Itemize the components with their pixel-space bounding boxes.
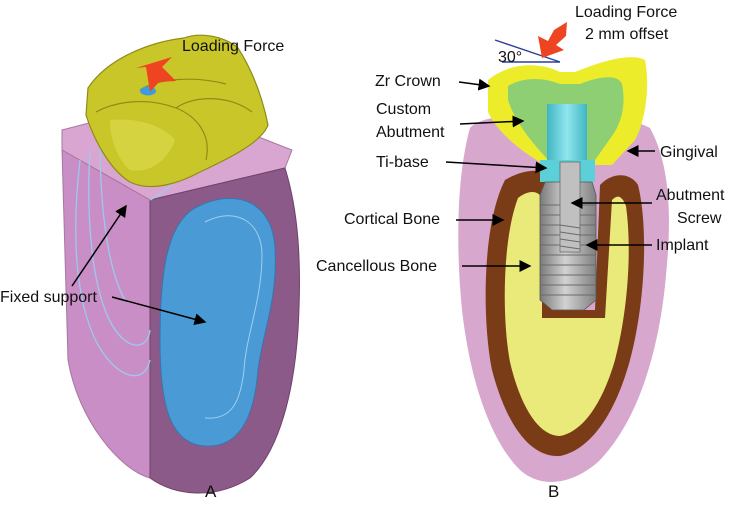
zr-crown-leader <box>458 78 491 91</box>
panel-b-section <box>458 22 669 482</box>
angle-line-1 <box>494 39 561 63</box>
loading-force-label-b-line1: Loading Force <box>575 4 677 21</box>
fixed-support-face <box>159 197 276 447</box>
fixed-support-leader-1 <box>71 204 127 287</box>
cancellous-bone-label: Cancellous Bone <box>316 258 437 275</box>
cancellous-bone <box>504 192 629 436</box>
abutment-screw-label-1: Abutment <box>656 187 725 204</box>
gingival-label: Gingival <box>660 144 718 161</box>
custom-abutment-label-1: Custom <box>376 101 431 118</box>
screw-threads <box>559 224 581 250</box>
ti-base-label: Ti-base <box>376 154 429 171</box>
zr-crown-label: Zr Crown <box>375 73 441 90</box>
abutment-screw <box>559 161 581 253</box>
abutment-screw-label-2: Screw <box>677 210 722 227</box>
loading-force-arrow-b <box>538 22 567 58</box>
cortical-bone-label: Cortical Bone <box>344 211 440 228</box>
panel-a-model <box>61 34 300 494</box>
custom-abutment-leader <box>459 115 525 128</box>
fixed-support-leader-2 <box>111 296 207 326</box>
panel-b-letter: B <box>548 482 559 501</box>
panel-a-letter: A <box>205 482 217 501</box>
ti-base-leader <box>445 161 548 174</box>
loading-force-arrow-a <box>136 57 176 92</box>
loading-force-label-a: Loading Force <box>182 38 284 55</box>
fixed-support-label: Fixed support <box>0 289 97 306</box>
angle-label: 30° <box>498 49 522 66</box>
support-inner-contour <box>204 215 263 419</box>
loading-force-label-b-line2: 2 mm offset <box>585 26 669 43</box>
crown-a-highlight <box>110 119 175 171</box>
custom-abutment-label-2: Abutment <box>376 124 445 141</box>
implant-label: Implant <box>656 237 709 254</box>
